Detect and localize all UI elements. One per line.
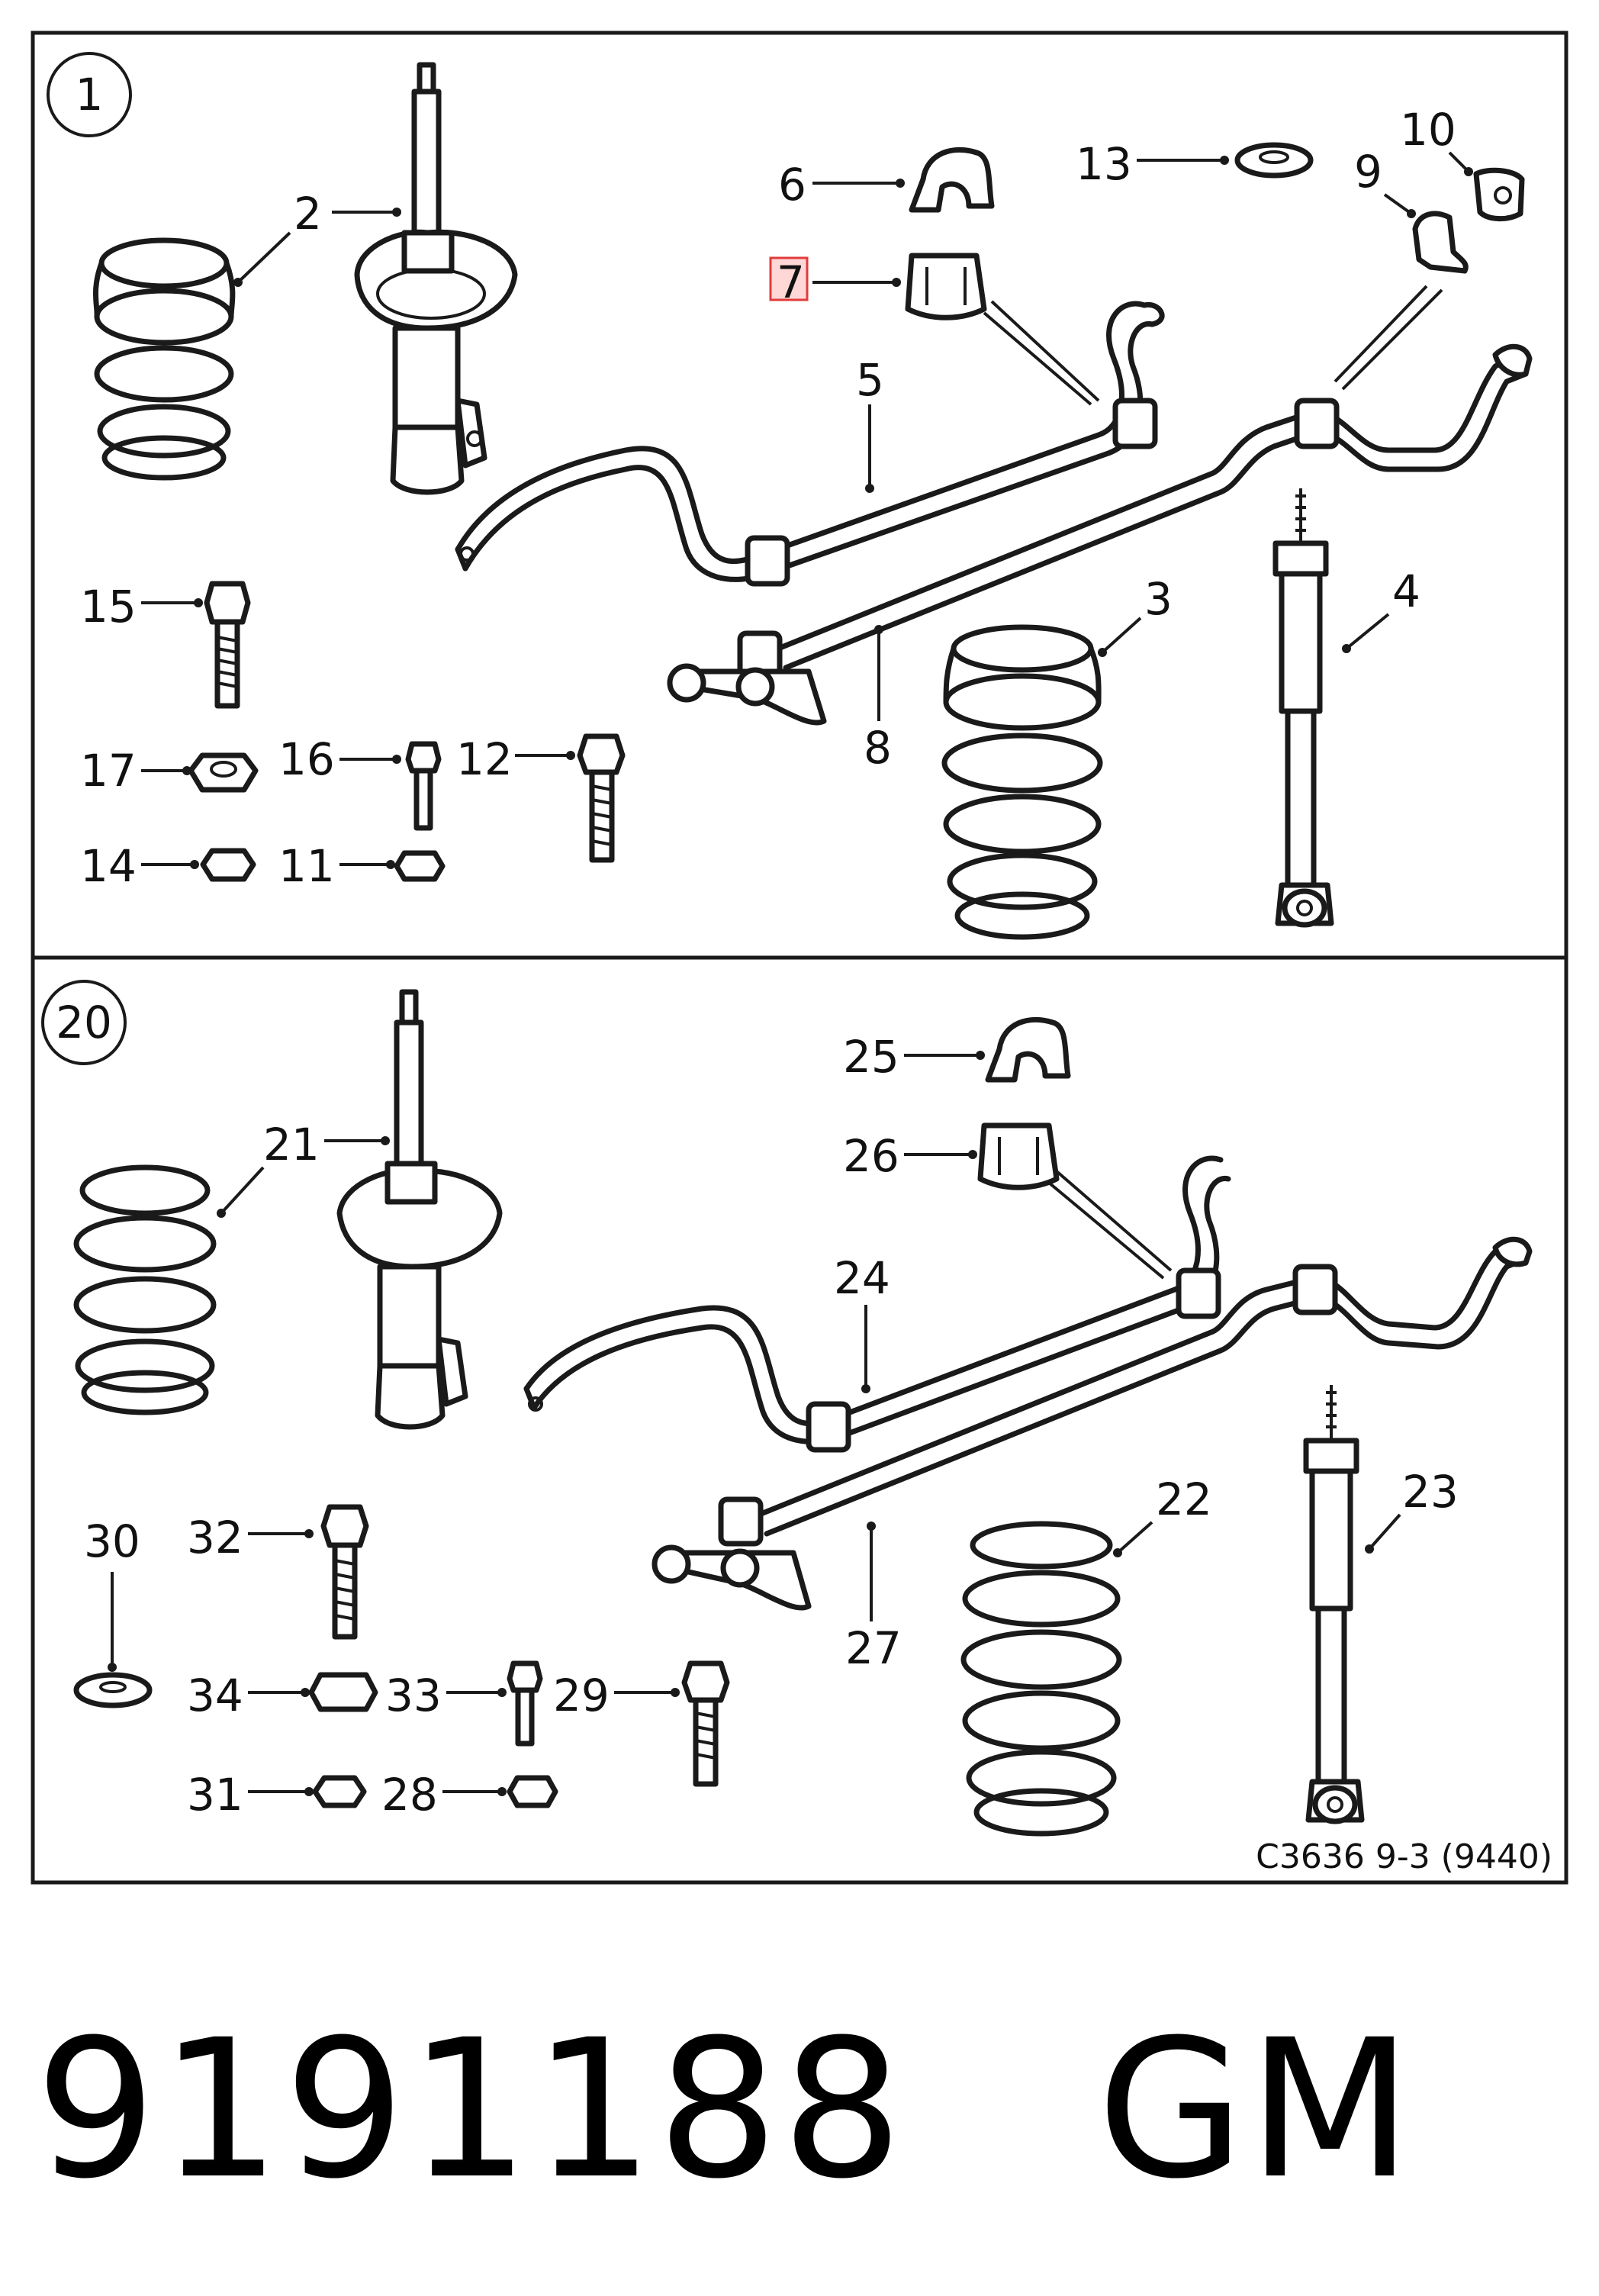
- bolt-15-drawing: [204, 581, 251, 709]
- bottom-panel-frame: [31, 955, 1568, 1885]
- front-coil-spring-b-drawing: [73, 1164, 217, 1415]
- front-strut-drawing: [354, 62, 518, 495]
- washer-13-drawing: [1234, 142, 1314, 179]
- leader-2b: [236, 231, 291, 284]
- label-24: 24: [834, 1252, 890, 1304]
- bolt-29-drawing: [681, 1660, 730, 1787]
- group-circle-20: [41, 980, 127, 1065]
- label-33: 33: [385, 1670, 442, 1721]
- label-4: 4: [1392, 565, 1420, 617]
- label-5: 5: [856, 354, 884, 406]
- bolt-33-drawing: [507, 1660, 543, 1747]
- label-16: 16: [278, 733, 335, 785]
- part-number: 9191188: [35, 1998, 906, 2220]
- label-2: 2: [294, 188, 322, 240]
- shock-absorber-23-drawing: [1303, 1385, 1365, 1824]
- shock-absorber-4-drawing: [1272, 488, 1334, 928]
- bushing-26-drawing: [977, 1122, 1060, 1190]
- label-29: 29: [553, 1670, 610, 1721]
- nut-31-drawing: [312, 1775, 367, 1808]
- brand-name: GM: [1096, 1998, 1416, 2220]
- label-31: 31: [187, 1769, 243, 1821]
- washer-30-drawing: [73, 1672, 153, 1708]
- leader-7-to-bar: [983, 300, 1100, 406]
- bracket-6-drawing: [909, 147, 995, 213]
- label-14: 14: [80, 840, 137, 892]
- label-6: 6: [778, 159, 806, 211]
- leader-22: [1116, 1521, 1153, 1554]
- label-22: 22: [1156, 1473, 1212, 1525]
- stabilizer-bar-8-drawing: [667, 343, 1533, 726]
- nut-28-drawing: [507, 1775, 558, 1808]
- group-circle-1: [47, 52, 132, 137]
- leader-4: [1345, 613, 1390, 650]
- bracket-25-drawing: [985, 1016, 1071, 1083]
- bolt-16-drawing: [405, 741, 442, 831]
- label-26: 26: [843, 1130, 899, 1182]
- label-8: 8: [864, 722, 892, 774]
- label-34: 34: [187, 1670, 243, 1721]
- bushing-7-drawing: [905, 253, 987, 320]
- label-12: 12: [456, 733, 513, 785]
- bolt-12-drawing: [577, 733, 626, 863]
- label-7: 7: [777, 256, 805, 308]
- diagram-reference-code: C3636 9-3 (9440): [1256, 1837, 1552, 1876]
- parts-diagram: 1 20: [31, 31, 1568, 1885]
- label-17: 17: [80, 745, 137, 797]
- clamp-9-drawing: [1412, 211, 1469, 274]
- label-21: 21: [263, 1119, 320, 1171]
- rear-coil-spring-drawing: [941, 624, 1103, 940]
- nut-11-drawing: [394, 850, 446, 882]
- bushing-10-drawing: [1473, 167, 1525, 221]
- stabilizer-bar-24-drawing: [523, 1155, 1231, 1453]
- label-13: 13: [1076, 138, 1132, 190]
- label-28: 28: [381, 1769, 438, 1821]
- front-coil-spring-drawing: [92, 237, 236, 481]
- nut-14-drawing: [200, 848, 256, 882]
- label-11: 11: [278, 840, 335, 892]
- label-25: 25: [843, 1031, 899, 1083]
- leader-9: [1383, 193, 1413, 215]
- leader-3: [1101, 617, 1142, 654]
- label-10: 10: [1400, 104, 1456, 156]
- group-number-bottom: 20: [56, 997, 112, 1048]
- front-strut-b-drawing: [336, 989, 503, 1430]
- label-9: 9: [1354, 146, 1382, 198]
- label-32: 32: [187, 1512, 243, 1563]
- stabilizer-bar-27-drawing: [652, 1236, 1533, 1611]
- stabilizer-bar-5-drawing: [455, 301, 1165, 587]
- label-3: 3: [1144, 573, 1173, 625]
- label-27: 27: [845, 1622, 902, 1674]
- label-15: 15: [80, 581, 137, 633]
- nut-34-drawing: [308, 1672, 378, 1712]
- leader-23: [1368, 1513, 1401, 1551]
- part-number-footer: 9191188 GM: [35, 2014, 1415, 2205]
- leader-9-to-bar: [1334, 285, 1443, 391]
- group-number-top: 1: [76, 69, 104, 121]
- leader-26-to-bar: [1047, 1170, 1173, 1280]
- label-23: 23: [1402, 1466, 1459, 1518]
- rear-coil-spring-b-drawing: [960, 1521, 1122, 1837]
- label-30: 30: [84, 1515, 140, 1567]
- bolt-32-drawing: [320, 1504, 369, 1640]
- highlight-box-7: [769, 256, 809, 301]
- nut-17-drawing: [188, 752, 259, 793]
- leader-21b: [220, 1166, 265, 1215]
